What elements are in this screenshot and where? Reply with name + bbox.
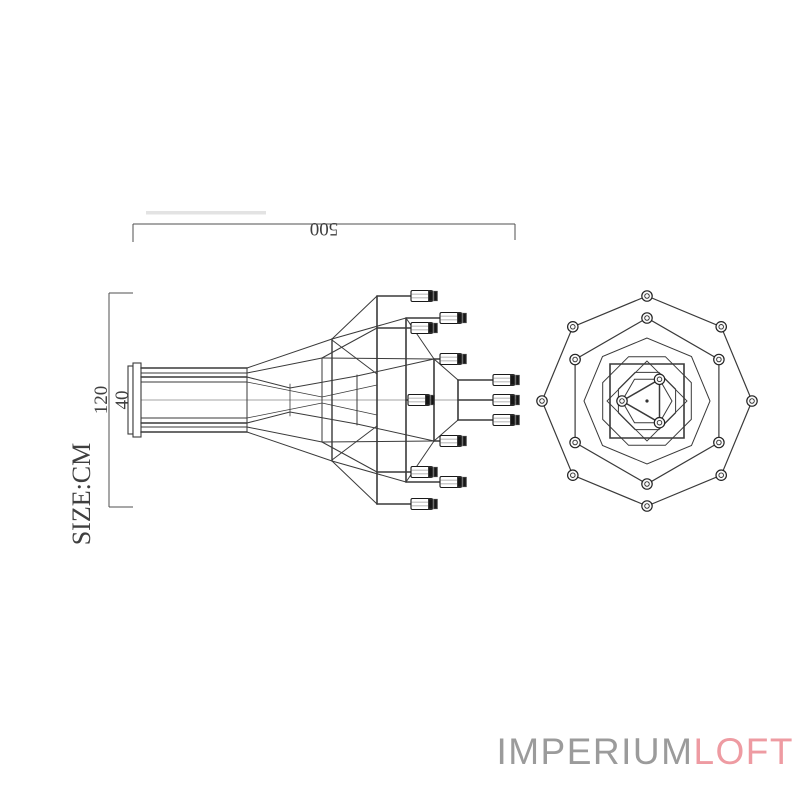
bulb-icon [410,465,438,479]
bulb-icon [439,475,467,489]
bulb-top-icon [569,436,581,449]
bulb-icon [439,311,467,325]
side-view-drawing [127,289,520,511]
inner-octagon-ring [602,356,692,446]
bulb-top-icon [641,312,653,324]
bulb-top-icon [653,416,666,429]
bulb-top-icon [715,320,728,333]
small-octagon-ring [617,371,677,431]
bulb-top-icon [653,373,666,386]
bulb-top-icon [641,478,653,490]
bulb-icon [492,373,520,387]
lamp-arms [376,295,494,505]
bulb-icon [410,321,438,335]
bulb-top-icon [566,469,579,482]
faint-artifact-line [146,211,266,215]
bulb-top-icon [569,353,581,366]
bulb-top-icon [713,436,725,449]
dimension-width-label: 500 [310,218,339,239]
bulb-icon [410,289,438,303]
bulb-top-icon [616,395,628,407]
bulb-icon [410,497,438,511]
top-view-drawing [536,290,758,512]
mid-octagon-ring [583,337,711,465]
dimension-height [108,292,133,508]
watermark-imperium: IMPERIUM [496,731,694,772]
bulb-icon [439,352,467,366]
dimension-width [132,223,516,242]
inner-triangle [621,378,661,424]
watermark-loft: LOFT [693,731,794,772]
bulb-icon [492,413,520,427]
frame-square [609,363,685,439]
bulb-top-icon [641,290,653,302]
canopy-cylinder [127,362,248,438]
wireframe-cone [246,295,459,505]
bulb-top-icon [566,320,579,333]
bulb-top-icon [746,395,758,407]
bulb-top-icon [536,395,548,407]
dimension-height-label: 120 [91,386,112,415]
bulb-top-icon [713,353,725,366]
center-point [645,399,649,403]
bulb-icon [439,434,467,448]
bulb-top-icon [641,500,653,512]
size-unit-label: SIZE:CM [67,443,96,546]
bulb-top-icon [715,469,728,482]
